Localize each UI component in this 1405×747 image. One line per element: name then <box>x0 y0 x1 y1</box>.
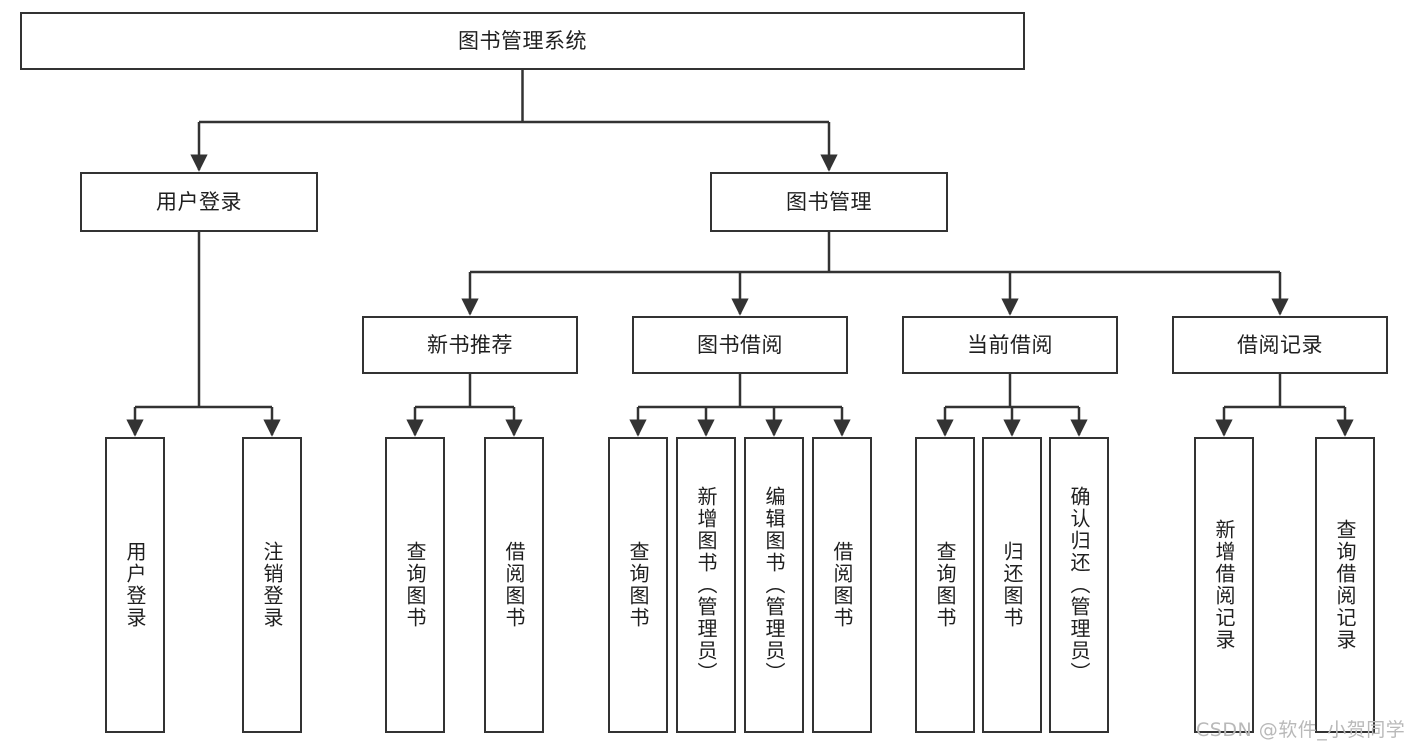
node-borrow-record-label: 借阅记录 <box>1237 332 1323 357</box>
node-book-manage[interactable]: 图书管理 <box>710 172 948 232</box>
node-root-label: 图书管理系统 <box>458 28 587 53</box>
node-new-book-rec-label: 新书推荐 <box>427 332 513 357</box>
node-leaf-current-return-book-label: 归还图书 <box>1000 541 1024 629</box>
node-leaf-current-confirm-return[interactable]: 确认归还（管理员） <box>1049 437 1109 733</box>
node-leaf-current-query-book-label: 查询图书 <box>933 541 957 629</box>
node-leaf-current-return-book[interactable]: 归还图书 <box>982 437 1042 733</box>
node-leaf-borrow-add-book-label: 新增图书（管理员） <box>694 486 718 684</box>
node-book-manage-label: 图书管理 <box>786 189 872 214</box>
node-leaf-record-add-label: 新增借阅记录 <box>1212 519 1236 651</box>
node-leaf-borrow-query-book-label: 查询图书 <box>626 541 650 629</box>
node-leaf-borrow-edit-book-label: 编辑图书（管理员） <box>762 486 786 684</box>
node-leaf-borrow-edit-book[interactable]: 编辑图书（管理员） <box>744 437 804 733</box>
node-user-login-label: 用户登录 <box>156 189 242 214</box>
node-leaf-user-logout-label: 注销登录 <box>260 541 284 629</box>
node-current-borrow[interactable]: 当前借阅 <box>902 316 1118 374</box>
node-current-borrow-label: 当前借阅 <box>967 332 1053 357</box>
node-leaf-borrow-add-book[interactable]: 新增图书（管理员） <box>676 437 736 733</box>
node-leaf-current-query-book[interactable]: 查询图书 <box>915 437 975 733</box>
node-leaf-user-login-label: 用户登录 <box>123 541 147 629</box>
node-leaf-user-logout[interactable]: 注销登录 <box>242 437 302 733</box>
node-leaf-record-query[interactable]: 查询借阅记录 <box>1315 437 1375 733</box>
node-leaf-rec-borrow-book-label: 借阅图书 <box>502 541 526 629</box>
node-leaf-rec-borrow-book[interactable]: 借阅图书 <box>484 437 544 733</box>
node-leaf-rec-query-book[interactable]: 查询图书 <box>385 437 445 733</box>
node-leaf-record-add[interactable]: 新增借阅记录 <box>1194 437 1254 733</box>
node-leaf-borrow-borrow-book-label: 借阅图书 <box>830 541 854 629</box>
node-user-login[interactable]: 用户登录 <box>80 172 318 232</box>
node-borrow-record[interactable]: 借阅记录 <box>1172 316 1388 374</box>
node-book-borrow[interactable]: 图书借阅 <box>632 316 848 374</box>
node-leaf-record-query-label: 查询借阅记录 <box>1333 519 1357 651</box>
node-leaf-borrow-borrow-book[interactable]: 借阅图书 <box>812 437 872 733</box>
node-book-borrow-label: 图书借阅 <box>697 332 783 357</box>
node-new-book-rec[interactable]: 新书推荐 <box>362 316 578 374</box>
node-leaf-rec-query-book-label: 查询图书 <box>403 541 427 629</box>
node-root[interactable]: 图书管理系统 <box>20 12 1025 70</box>
node-leaf-user-login[interactable]: 用户登录 <box>105 437 165 733</box>
node-leaf-borrow-query-book[interactable]: 查询图书 <box>608 437 668 733</box>
node-leaf-current-confirm-return-label: 确认归还（管理员） <box>1067 486 1091 684</box>
